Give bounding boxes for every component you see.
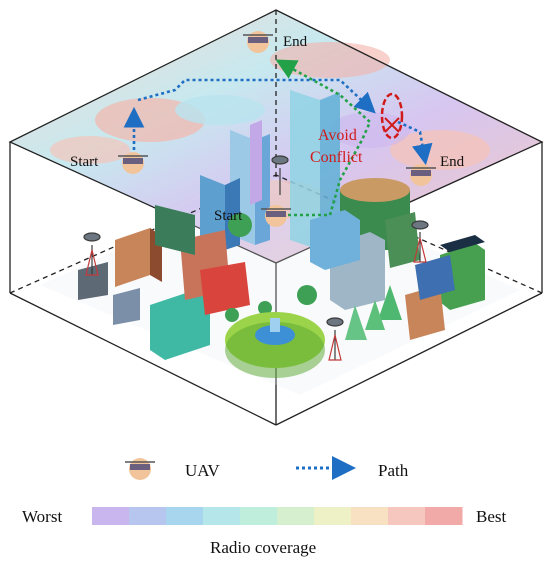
colorbar-swatch <box>240 507 278 525</box>
uav-icon <box>243 31 273 53</box>
colorbar-swatch <box>203 507 241 525</box>
colorbar-swatch <box>277 507 315 525</box>
uav-icon <box>261 205 291 227</box>
legend-uav-label: UAV <box>185 461 220 480</box>
fountain-icon <box>225 312 325 378</box>
colorbar-swatch <box>314 507 352 525</box>
avoid-label: Avoid <box>318 127 357 144</box>
colorbar-swatch <box>92 507 130 525</box>
conflict-label: Conflict <box>310 149 363 166</box>
colorbar-swatches <box>92 507 463 525</box>
flight-paths <box>123 59 433 217</box>
legend: UAV Path <box>125 456 409 480</box>
tower-icon <box>83 155 429 361</box>
uav-icon <box>406 164 436 186</box>
path-green-1 <box>275 59 372 217</box>
colorbar-swatch <box>351 507 389 525</box>
path-blue-3 <box>397 120 433 166</box>
colorbar-swatch <box>425 507 463 525</box>
colorbar-best-label: Best <box>476 507 507 526</box>
start-label-top: Start <box>70 154 99 170</box>
colorbar-worst-label: Worst <box>22 507 62 526</box>
colorbar-swatch <box>388 507 426 525</box>
colorbar-swatch <box>129 507 167 525</box>
start-label-mid: Start <box>214 208 243 224</box>
uav-icon <box>125 458 155 480</box>
colorbar-title: Radio coverage <box>210 538 316 557</box>
uav-icon <box>118 152 148 174</box>
conflict-marker <box>380 92 404 140</box>
legend-path-label: Path <box>378 461 409 480</box>
colorbar: Worst Best Radio coverage <box>22 507 507 557</box>
end-label-right: End <box>440 154 465 170</box>
end-label-top: End <box>283 34 308 50</box>
path-blue-2 <box>137 78 376 114</box>
colorbar-swatch <box>166 507 204 525</box>
